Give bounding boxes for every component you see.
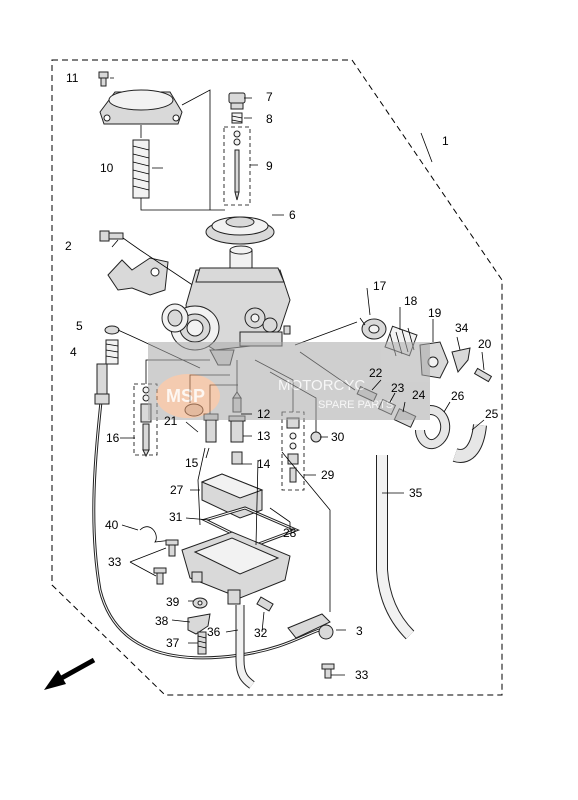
label-21: 21 bbox=[164, 414, 178, 428]
needle-part-9 bbox=[233, 130, 241, 201]
direction-arrow-icon bbox=[44, 657, 96, 690]
label-13: 13 bbox=[257, 429, 271, 443]
label-38: 38 bbox=[155, 614, 169, 628]
float-bowl bbox=[181, 531, 291, 605]
label-31: 31 bbox=[169, 510, 183, 524]
float-part-27 bbox=[200, 473, 264, 519]
spring-part-8 bbox=[231, 112, 243, 124]
label-14: 14 bbox=[257, 457, 271, 471]
watermark-logo-text: MSP bbox=[166, 386, 205, 406]
cap-part-7 bbox=[228, 92, 246, 110]
watermark: MSP MOTORCYC SPARE PARTS bbox=[148, 342, 430, 420]
label-8: 8 bbox=[266, 112, 273, 126]
label-35: 35 bbox=[409, 486, 423, 500]
label-34: 34 bbox=[455, 321, 469, 335]
screw-part-11 bbox=[98, 71, 109, 87]
label-1: 1 bbox=[442, 134, 449, 148]
jet-part-14 bbox=[231, 451, 243, 465]
label-20: 20 bbox=[478, 337, 492, 351]
pin-part-28 bbox=[269, 507, 291, 523]
top-cover-part bbox=[99, 89, 183, 125]
label-3: 3 bbox=[356, 624, 363, 638]
label-36: 36 bbox=[207, 625, 221, 639]
tube-part-36 bbox=[235, 605, 255, 689]
screw-part-20 bbox=[473, 367, 493, 383]
hose-part-26 bbox=[415, 405, 451, 450]
label-27: 27 bbox=[170, 483, 184, 497]
bracket-part-3 bbox=[287, 613, 334, 640]
label-40: 40 bbox=[105, 518, 119, 532]
hose-part-25 bbox=[452, 424, 487, 463]
screw-part-32 bbox=[256, 596, 274, 612]
clip-part-40 bbox=[139, 526, 173, 543]
seal-part-5 bbox=[104, 325, 120, 335]
label-33-left: 33 bbox=[108, 555, 122, 569]
label-26: 26 bbox=[451, 389, 465, 403]
label-32: 32 bbox=[254, 626, 268, 640]
label-9: 9 bbox=[266, 159, 273, 173]
screw-part-2 bbox=[99, 230, 124, 242]
drain-tube-part-35 bbox=[376, 455, 415, 640]
diaphragm-part-6 bbox=[205, 216, 275, 245]
label-16: 16 bbox=[106, 431, 120, 445]
label-25: 25 bbox=[485, 407, 499, 421]
label-10: 10 bbox=[100, 161, 114, 175]
label-37: 37 bbox=[166, 636, 180, 650]
label-4: 4 bbox=[70, 345, 77, 359]
screw-part-30 bbox=[310, 431, 322, 443]
label-33-bottom: 33 bbox=[355, 668, 369, 682]
label-39: 39 bbox=[166, 595, 180, 609]
label-19: 19 bbox=[428, 306, 442, 320]
spring-part-10 bbox=[132, 139, 150, 199]
screw-part-33-lower bbox=[153, 567, 167, 585]
screw-part-33-right bbox=[321, 663, 335, 679]
label-22: 22 bbox=[369, 366, 383, 380]
bracket-part-34 bbox=[451, 347, 471, 374]
cable-end-fitting bbox=[94, 363, 110, 405]
label-6: 6 bbox=[289, 208, 296, 222]
label-12: 12 bbox=[257, 407, 271, 421]
label-11: 11 bbox=[66, 71, 79, 85]
float-valve-part-29 bbox=[286, 417, 300, 483]
label-2: 2 bbox=[65, 239, 72, 253]
watermark-line2: SPARE PARTS bbox=[318, 399, 393, 411]
washer-part-39 bbox=[192, 597, 208, 609]
label-28: 28 bbox=[283, 526, 297, 540]
label-7: 7 bbox=[266, 90, 273, 104]
seal-part-17 bbox=[361, 318, 387, 340]
label-17: 17 bbox=[373, 279, 387, 293]
label-23: 23 bbox=[391, 381, 405, 395]
label-29: 29 bbox=[321, 468, 335, 482]
spring-part-4 bbox=[105, 339, 119, 365]
label-30: 30 bbox=[331, 430, 345, 444]
cable-bracket bbox=[107, 257, 169, 296]
screw-part-33-upper bbox=[165, 539, 179, 557]
label-18: 18 bbox=[404, 294, 418, 308]
bracket-part-38 bbox=[187, 613, 211, 635]
watermark-line1: MOTORCYC bbox=[278, 377, 365, 394]
label-24: 24 bbox=[412, 388, 426, 402]
label-5: 5 bbox=[76, 319, 83, 333]
assembly-boundary bbox=[51, 59, 503, 696]
screw-part-37 bbox=[197, 631, 207, 655]
label-15: 15 bbox=[185, 456, 199, 470]
